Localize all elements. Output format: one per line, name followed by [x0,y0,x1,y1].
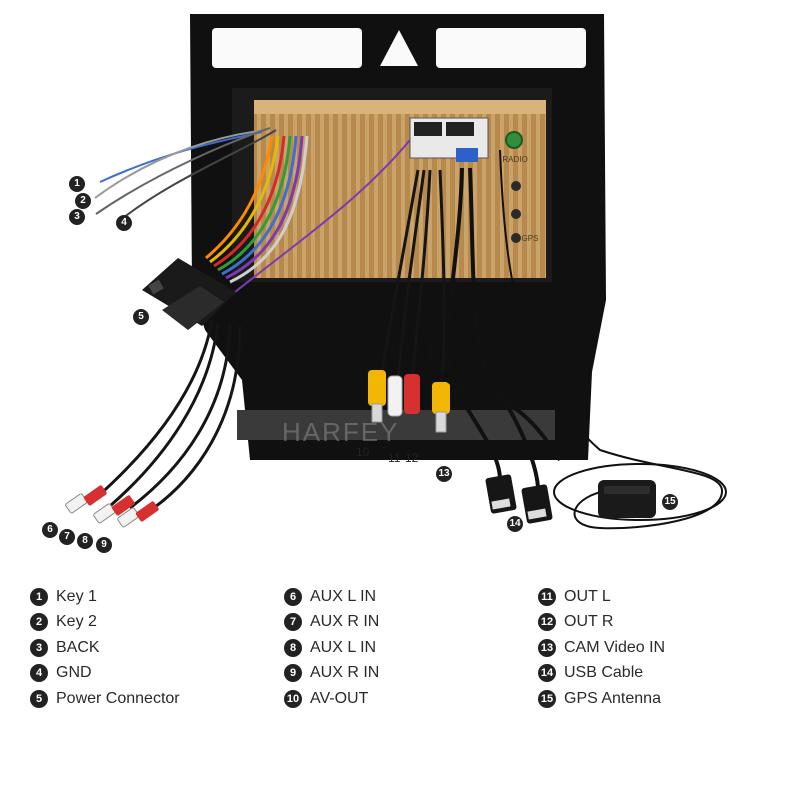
legend-item: 9 AUX R IN [284,661,379,687]
legend-number: 12 [538,613,556,632]
legend-number: 9 [284,664,302,683]
callout-7: 7 [59,529,75,545]
callout-5: 5 [133,309,149,325]
callout-14: 14 [507,516,523,532]
callout-6: 6 [42,522,58,538]
av-rca-cables [380,169,446,385]
callout-10: 10 [356,445,370,459]
legend-item: 13 CAM Video IN [538,635,665,661]
legend-label: AUX L IN [310,638,377,656]
callout-2: 2 [75,193,91,209]
legend-number: 8 [284,638,302,657]
legend-item: 15 GPS Antenna [538,686,665,712]
legend: 1 Key 1 2 Key 2 3 BACK 4 GND 5 Power Connecto… [0,584,800,714]
legend-label: OUT R [564,613,614,631]
callout-12: 12 [405,451,419,465]
legend-label: Power Connector [56,689,180,707]
usb-cables [428,167,562,497]
power-connector [142,258,236,330]
legend-label: BACK [56,638,100,656]
legend-label: GND [56,664,92,682]
power-harness [94,127,411,297]
legend-item: 8 AUX L IN [284,635,379,661]
legend-column-1: 1 Key 1 2 Key 2 3 BACK 4 GND 5 Power Connecto… [30,584,180,712]
legend-item: 2 Key 2 [30,610,180,636]
legend-label: Key 2 [56,613,97,631]
head-unit-wiring-diagram: RADIO GPS [65,14,727,530]
legend-label: AUX R IN [310,664,380,682]
callout-1: 1 [69,176,85,192]
legend-number: 6 [284,587,302,606]
legend-number: 5 [30,689,48,708]
legend-item: 7 AUX R IN [284,610,379,636]
gps-antenna [499,149,727,530]
head-unit-chassis: RADIO GPS [232,88,552,282]
callout-9: 9 [96,537,112,553]
aux-rca-cables [95,319,242,514]
legend-label: USB Cable [564,664,644,682]
callout-15: 15 [662,494,678,510]
gps-port-label: GPS [522,234,539,243]
callout-8: 8 [77,533,93,549]
legend-item: 3 BACK [30,635,180,661]
legend-item: 10 AV-OUT [284,686,379,712]
legend-item: 4 GND [30,661,180,687]
legend-number: 4 [30,664,48,683]
callout-4: 4 [116,215,132,231]
legend-label: GPS Antenna [564,689,661,707]
brand-watermark: HARFEY [282,417,399,447]
callout-13: 13 [436,466,452,482]
legend-label: AV-OUT [310,689,369,707]
legend-label: OUT L [564,587,611,605]
legend-item: 5 Power Connector [30,686,180,712]
legend-number: 3 [30,638,48,657]
callout-3: 3 [69,209,85,225]
legend-label: AUX L IN [310,587,377,605]
callout-11: 11 [388,451,401,465]
legend-label: CAM Video IN [564,638,666,656]
legend-item: 6 AUX L IN [284,584,379,610]
radio-port-label: RADIO [502,155,527,164]
av-rca-plugs [368,370,450,433]
usb-plugs [485,474,553,524]
legend-number: 1 [30,587,48,606]
legend-item: 1 Key 1 [30,584,180,610]
legend-number: 14 [538,664,556,683]
legend-number: 10 [284,689,302,708]
legend-number: 11 [538,587,556,606]
legend-number: 15 [538,689,556,708]
legend-item: 12 OUT R [538,610,665,636]
aux-rca-plugs [65,485,159,528]
legend-item: 11 OUT L [538,584,665,610]
legend-label: AUX R IN [310,613,380,631]
legend-number: 2 [30,613,48,632]
legend-number: 13 [538,638,556,657]
legend-column-3: 11 OUT L 12 OUT R 13 CAM Video IN 14 USB Cab… [538,584,665,712]
legend-number: 7 [284,613,302,632]
legend-label: Key 1 [56,587,97,605]
legend-item: 14 USB Cable [538,661,665,687]
